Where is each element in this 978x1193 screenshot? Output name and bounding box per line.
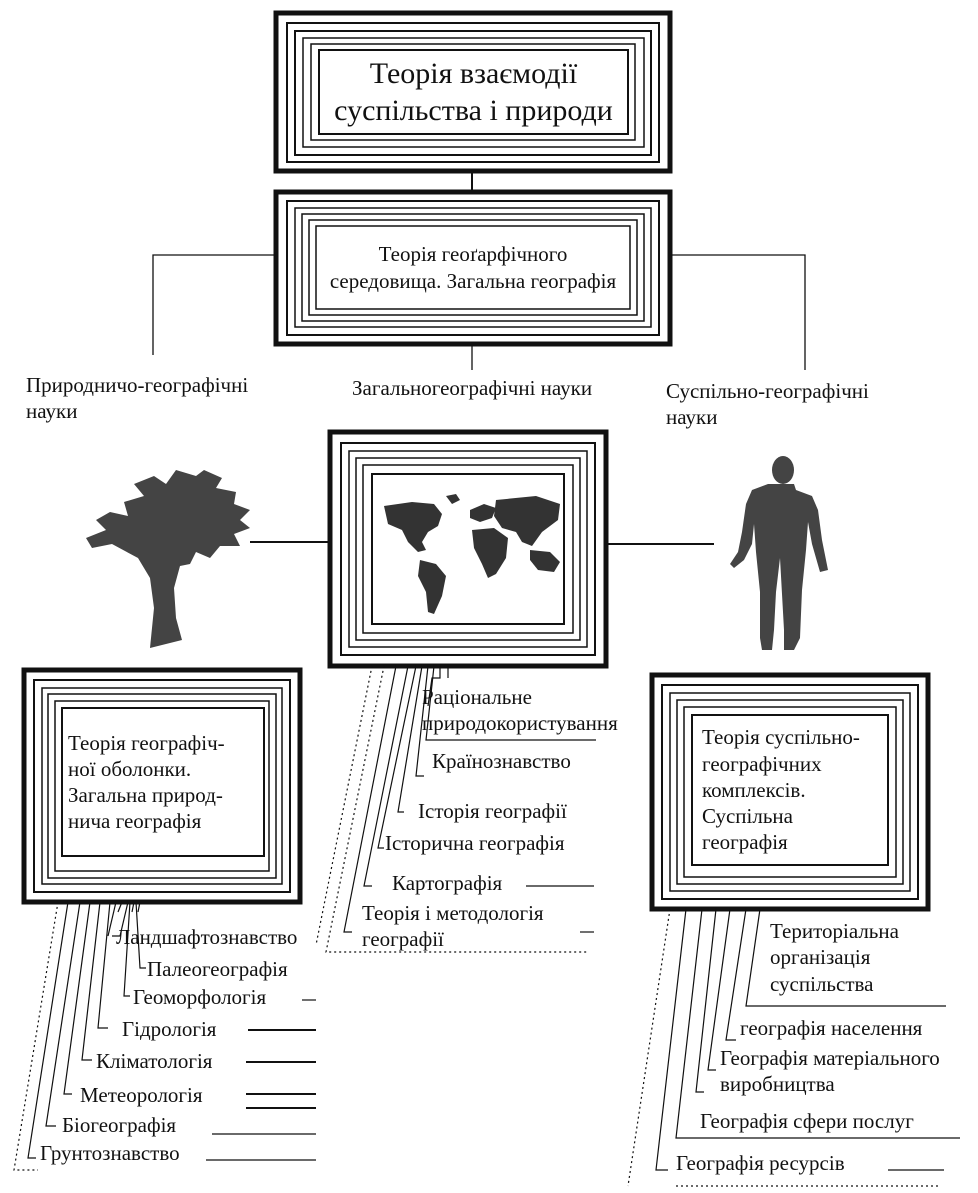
left-box: Теорія географіч- ної оболонки. Загальна… — [62, 708, 264, 856]
center-item-rational-line1: Раціональне — [422, 685, 532, 709]
branch-natural-line2: науки — [26, 399, 78, 424]
center-item-rational-line2: природокористування — [422, 711, 618, 736]
right-item-territorial: Територіальна організація суспільства — [770, 918, 899, 997]
right-item-lines — [655, 908, 960, 1171]
branch-general: Загальногеографічні науки — [352, 376, 593, 400]
left-item-climatology: Кліматологія — [96, 1049, 213, 1073]
left-box-line4: нича географія — [68, 809, 202, 834]
map-box-frame — [327, 429, 609, 669]
branch-social-line2: науки — [666, 405, 718, 430]
left-item-soil: Грунтознавство — [40, 1141, 180, 1165]
right-dotted-line — [627, 908, 940, 1187]
right-item-services: Географія сфери послуг — [700, 1109, 914, 1133]
left-item-paleogeo: Палеогеографія — [147, 957, 288, 981]
left-item-hydrology: Гідрологія — [122, 1017, 217, 1041]
left-item-geomorph: Геоморфологія — [133, 985, 267, 1009]
geo-box-line2: середовища. Загальна географія — [329, 268, 617, 293]
left-item-meteorology: Метеорологія — [80, 1083, 203, 1107]
branch-social-line1: Суспільно-географічні — [666, 379, 869, 403]
title-box-line1: Теорія взаємодії — [369, 56, 578, 90]
right-item-territorial-line2: організація — [770, 945, 871, 970]
right-item-material-line2: виробництва — [720, 1072, 835, 1097]
tree-icon — [86, 470, 250, 648]
left-box-line3: Загальна природ- — [68, 783, 223, 807]
right-item-material-line1: Географія матеріального — [720, 1046, 940, 1070]
left-dotted-line — [13, 901, 59, 1171]
title-box-line2: суспільства і природи — [334, 94, 613, 127]
center-item-theory-line1: Теорія і методологія — [362, 901, 544, 925]
center-item-country-studies: Країнознавство — [432, 749, 571, 773]
left-box-line2: ної оболонки. — [68, 756, 192, 781]
center-item-rational: Раціональне природокористування — [422, 684, 618, 737]
center-item-theory-line2: географії — [362, 927, 444, 952]
right-box-line5: географія — [702, 830, 788, 855]
right-box-line1: Теорія суспільно- — [702, 725, 860, 750]
left-box-frame — [21, 667, 303, 905]
center-dotted-lines — [315, 665, 588, 953]
right-box-line4: Суспільна — [702, 804, 793, 829]
center-item-cartography: Картографія — [392, 871, 503, 895]
left-item-lines — [27, 901, 316, 1161]
left-item-landscape: Ландшафтознавство — [116, 925, 298, 949]
center-item-theory-method: Теорія і методологія географії — [362, 900, 544, 953]
right-item-territorial-line3: суспільства — [770, 971, 874, 996]
branch-natural-line1: Природничо-географічні — [26, 373, 249, 397]
human-figure-icon — [730, 456, 828, 650]
left-item-biogeo: Біогеографія — [62, 1113, 177, 1137]
left-box-line1: Теорія географіч- — [68, 730, 225, 755]
geo-box: Теорія геоґарфічного середовища. Загальн… — [316, 226, 630, 309]
right-box: Теорія суспільно- географічних комплексі… — [692, 715, 888, 865]
branch-social: Суспільно-географічні науки — [666, 378, 869, 431]
right-box-frame — [649, 672, 931, 912]
right-box-line3: комплексів. — [702, 777, 806, 802]
center-item-lines — [343, 665, 596, 933]
world-map-icon — [384, 494, 560, 614]
right-item-territorial-line1: Територіальна — [770, 919, 899, 943]
center-item-historical-geo: Історична географія — [385, 831, 565, 855]
right-box-line2: географічних — [702, 751, 822, 776]
geo-box-line1: Теорія геоґарфічного — [378, 242, 568, 267]
right-item-population: географія населення — [740, 1016, 923, 1040]
title-box: Теорія взаємодії суспільства і природи — [319, 50, 628, 134]
right-item-material: Географія матеріального виробництва — [720, 1045, 940, 1098]
branch-natural: Природничо-географічні науки — [26, 372, 248, 425]
right-item-resources: Географія ресурсів — [676, 1151, 845, 1175]
center-item-history-geo: Історія географії — [418, 799, 567, 823]
branch-lines — [152, 254, 806, 370]
